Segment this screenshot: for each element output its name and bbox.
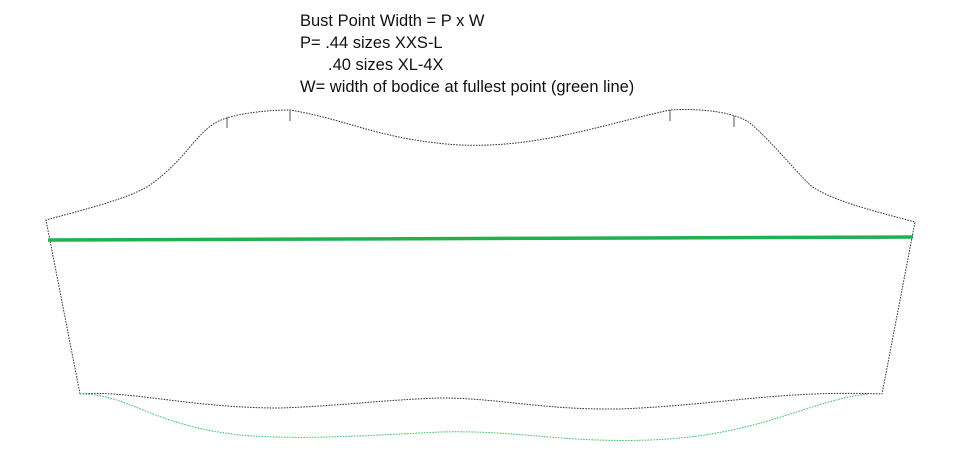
bust-line [47, 235, 914, 242]
formula-w-line: W= width of bodice at fullest point (gre… [300, 78, 635, 96]
formula-text: Bust Point Width = P x W P= .44 sizes XX… [300, 10, 634, 98]
bodice-hem [79, 392, 883, 410]
formula-p-line: P= .44 sizes XXS-L [300, 34, 443, 52]
alternate-hem [79, 393, 869, 441]
formula-title: Bust Point Width = P x W [300, 12, 485, 30]
bodice-outline [45, 109, 916, 395]
formula-p-line-2: .40 sizes XL-4X [328, 56, 444, 74]
